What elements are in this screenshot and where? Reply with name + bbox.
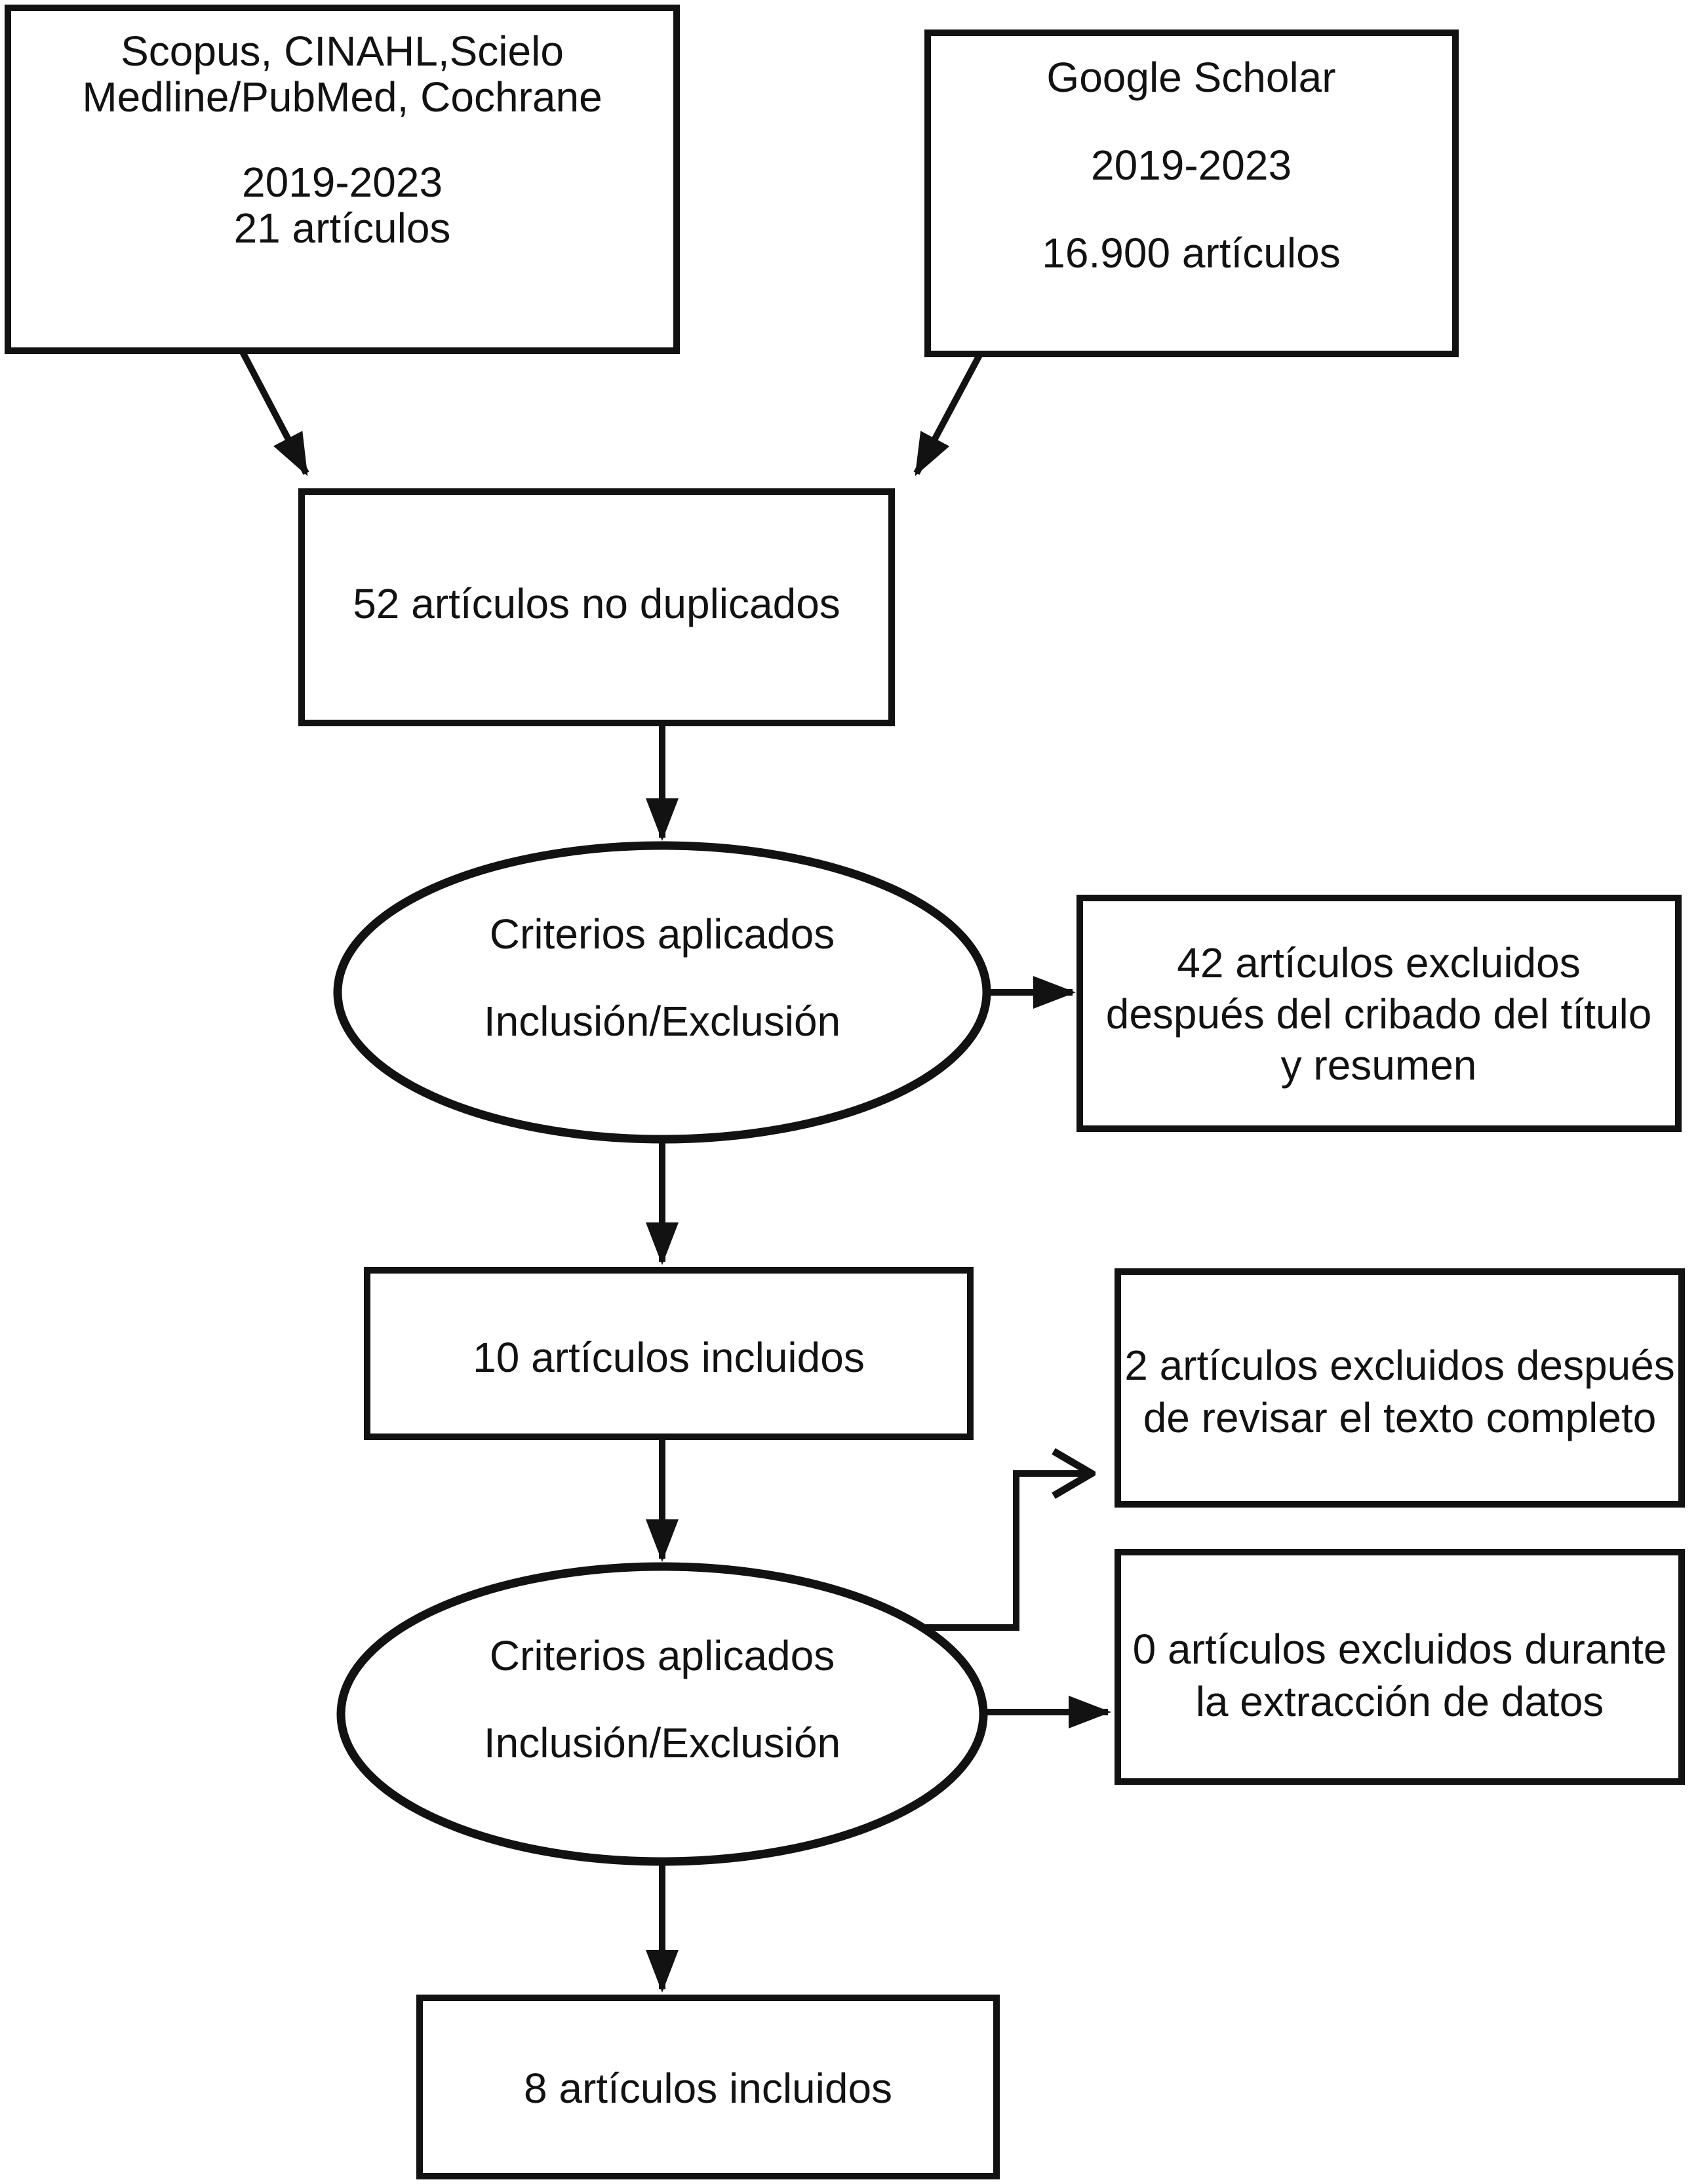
excluded-title-abstract-box [1076, 895, 1682, 1132]
included-ten-line: 10 artículos incluidos [473, 1334, 865, 1381]
databases-line: Medline/PubMed, Cochrane [82, 73, 602, 121]
node-excluded-full-text: 2 artículos excluidos después de revisar… [1115, 1268, 1685, 1508]
node-deduplicated: 52 artículos no duplicados [298, 488, 895, 726]
included-ten-box [364, 1267, 974, 1440]
node-included-ten: 10 artículos incluidos [364, 1267, 974, 1440]
criteria-2-ellipse [336, 1562, 988, 1866]
included-eight-line: 8 artículos incluidos [524, 2065, 892, 2112]
databases-line: 2019-2023 [242, 159, 443, 206]
excluded-data-extraction-line: la extracción de datos [1196, 1678, 1604, 1725]
excluded-full-text-box [1115, 1268, 1685, 1508]
excluded-title-abstract-line: después del cribado del título [1106, 990, 1652, 1038]
excluded-full-text-line: de revisar el texto completo [1143, 1394, 1657, 1441]
google-scholar-line: 2019-2023 [1091, 142, 1292, 189]
node-criteria-1: Criterios aplicados Inclusión/Exclusión [333, 841, 991, 1144]
databases-line: 21 artículos [234, 205, 451, 252]
arrow-databases-to-deduplicated [239, 350, 309, 477]
excluded-full-text-line: 2 artículos excluidos después [1124, 1342, 1675, 1389]
node-criteria-2: Criterios aplicados Inclusión/Exclusión [336, 1562, 988, 1866]
excluded-title-abstract-line: 42 artículos excluidos [1177, 939, 1580, 986]
deduplicated-line: 52 artículos no duplicados [353, 580, 840, 627]
connector-criteria-2-to-excluded-full-text [921, 1473, 1092, 1631]
node-excluded-title-abstract: 42 artículos excluidos después del criba… [1076, 895, 1682, 1132]
node-google-scholar: Google Scholar 2019-2023 16.900 artículo… [924, 29, 1459, 357]
criteria-2-line: Criterios aplicados [490, 1632, 835, 1679]
included-eight-box [416, 1995, 1000, 2179]
google-scholar-box [924, 29, 1459, 357]
databases-line: Scopus, CINAHL,Scielo [121, 28, 564, 75]
arrow-google-scholar-to-deduplicated [913, 352, 983, 477]
databases-box [5, 5, 680, 354]
criteria-2-line: Inclusión/Exclusión [484, 1719, 840, 1766]
excluded-data-extraction-box [1115, 1549, 1685, 1785]
node-included-eight: 8 artículos incluidos [416, 1995, 1000, 2179]
deduplicated-box [298, 488, 895, 726]
excluded-title-abstract-line: y resumen [1281, 1042, 1477, 1089]
node-excluded-data-extraction: 0 artículos excluidos durante la extracc… [1115, 1549, 1685, 1785]
criteria-1-line: Criterios aplicados [490, 910, 835, 958]
criteria-1-ellipse [333, 841, 991, 1144]
google-scholar-line: 16.900 artículos [1042, 229, 1340, 277]
node-databases: Scopus, CINAHL,Scielo Medline/PubMed, Co… [5, 5, 680, 354]
excluded-data-extraction-line: 0 artículos excluidos durante [1133, 1626, 1667, 1673]
criteria-1-line: Inclusión/Exclusión [484, 998, 840, 1045]
google-scholar-line: Google Scholar [1046, 54, 1335, 101]
